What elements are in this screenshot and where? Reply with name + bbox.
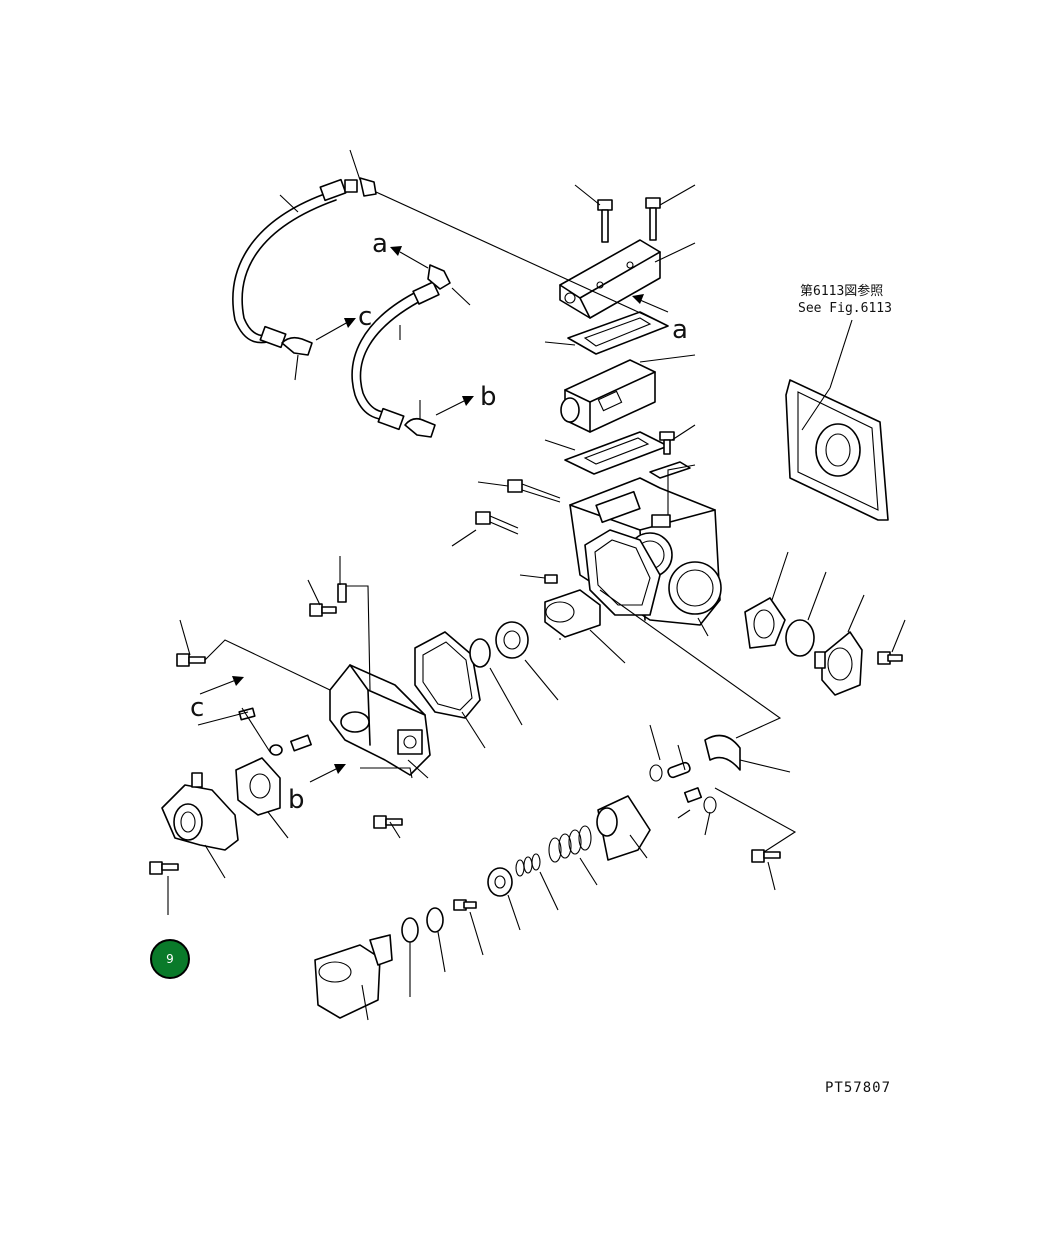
gasket-right[interactable] [744,597,786,649]
reference-cover-plate[interactable] [785,379,889,521]
cover-flange-right[interactable] [814,631,863,696]
pump-body[interactable] [329,664,431,776]
gasket-upper[interactable] [567,311,669,355]
connection-label-a-top: a [372,229,388,259]
drawing-number: PT57807 [825,1080,891,1096]
valve-block-upper[interactable] [559,239,661,319]
pin-and-washer[interactable] [238,707,312,756]
reference-note-jp: 第6113図参照 [800,283,883,299]
bolt-lower-right[interactable] [751,849,781,863]
reference-note-en: See Fig.6113 [798,301,892,316]
spring[interactable] [548,825,592,863]
hose-assembly-left[interactable] [232,177,377,356]
spring-seat[interactable] [487,867,513,897]
page-badge[interactable]: 9 [150,939,190,979]
connection-label-b-upper: b [480,382,497,412]
leader-lines [167,149,906,1021]
gear-pump[interactable] [161,772,239,851]
bolts-housing-left[interactable] [475,479,561,584]
bolt-right[interactable] [877,651,903,665]
snap-rings[interactable] [649,761,717,814]
pump-gasket[interactable] [414,631,481,719]
spool-sleeve[interactable] [544,589,601,638]
retainer-clip[interactable] [704,734,741,771]
gasket-lower[interactable] [564,431,669,475]
valve-block-middle[interactable] [560,359,656,433]
pump-o-ring[interactable] [469,638,491,668]
small-plug[interactable] [453,899,477,911]
housing-gasket-left[interactable] [584,529,661,616]
connection-label-c-lower: c [190,693,204,723]
connection-label-c-upper: c [358,302,372,332]
end-cap[interactable] [314,934,393,1019]
small-screw-and-plate[interactable] [649,431,691,479]
bolt-pair-top[interactable] [597,197,661,243]
inner-spring[interactable] [515,853,541,877]
connection-arrows [199,246,669,783]
o-ring-right[interactable] [785,619,815,657]
hose-assembly-right[interactable] [351,264,451,438]
connection-label-b-lower: b [288,785,305,815]
pump-cover[interactable] [235,757,281,816]
connection-label-a-right: a [672,315,688,345]
bolts-pump-left[interactable] [176,583,347,691]
bolts-pump-lower[interactable] [149,815,403,875]
bearing[interactable] [495,621,529,659]
end-o-rings[interactable] [401,907,444,943]
